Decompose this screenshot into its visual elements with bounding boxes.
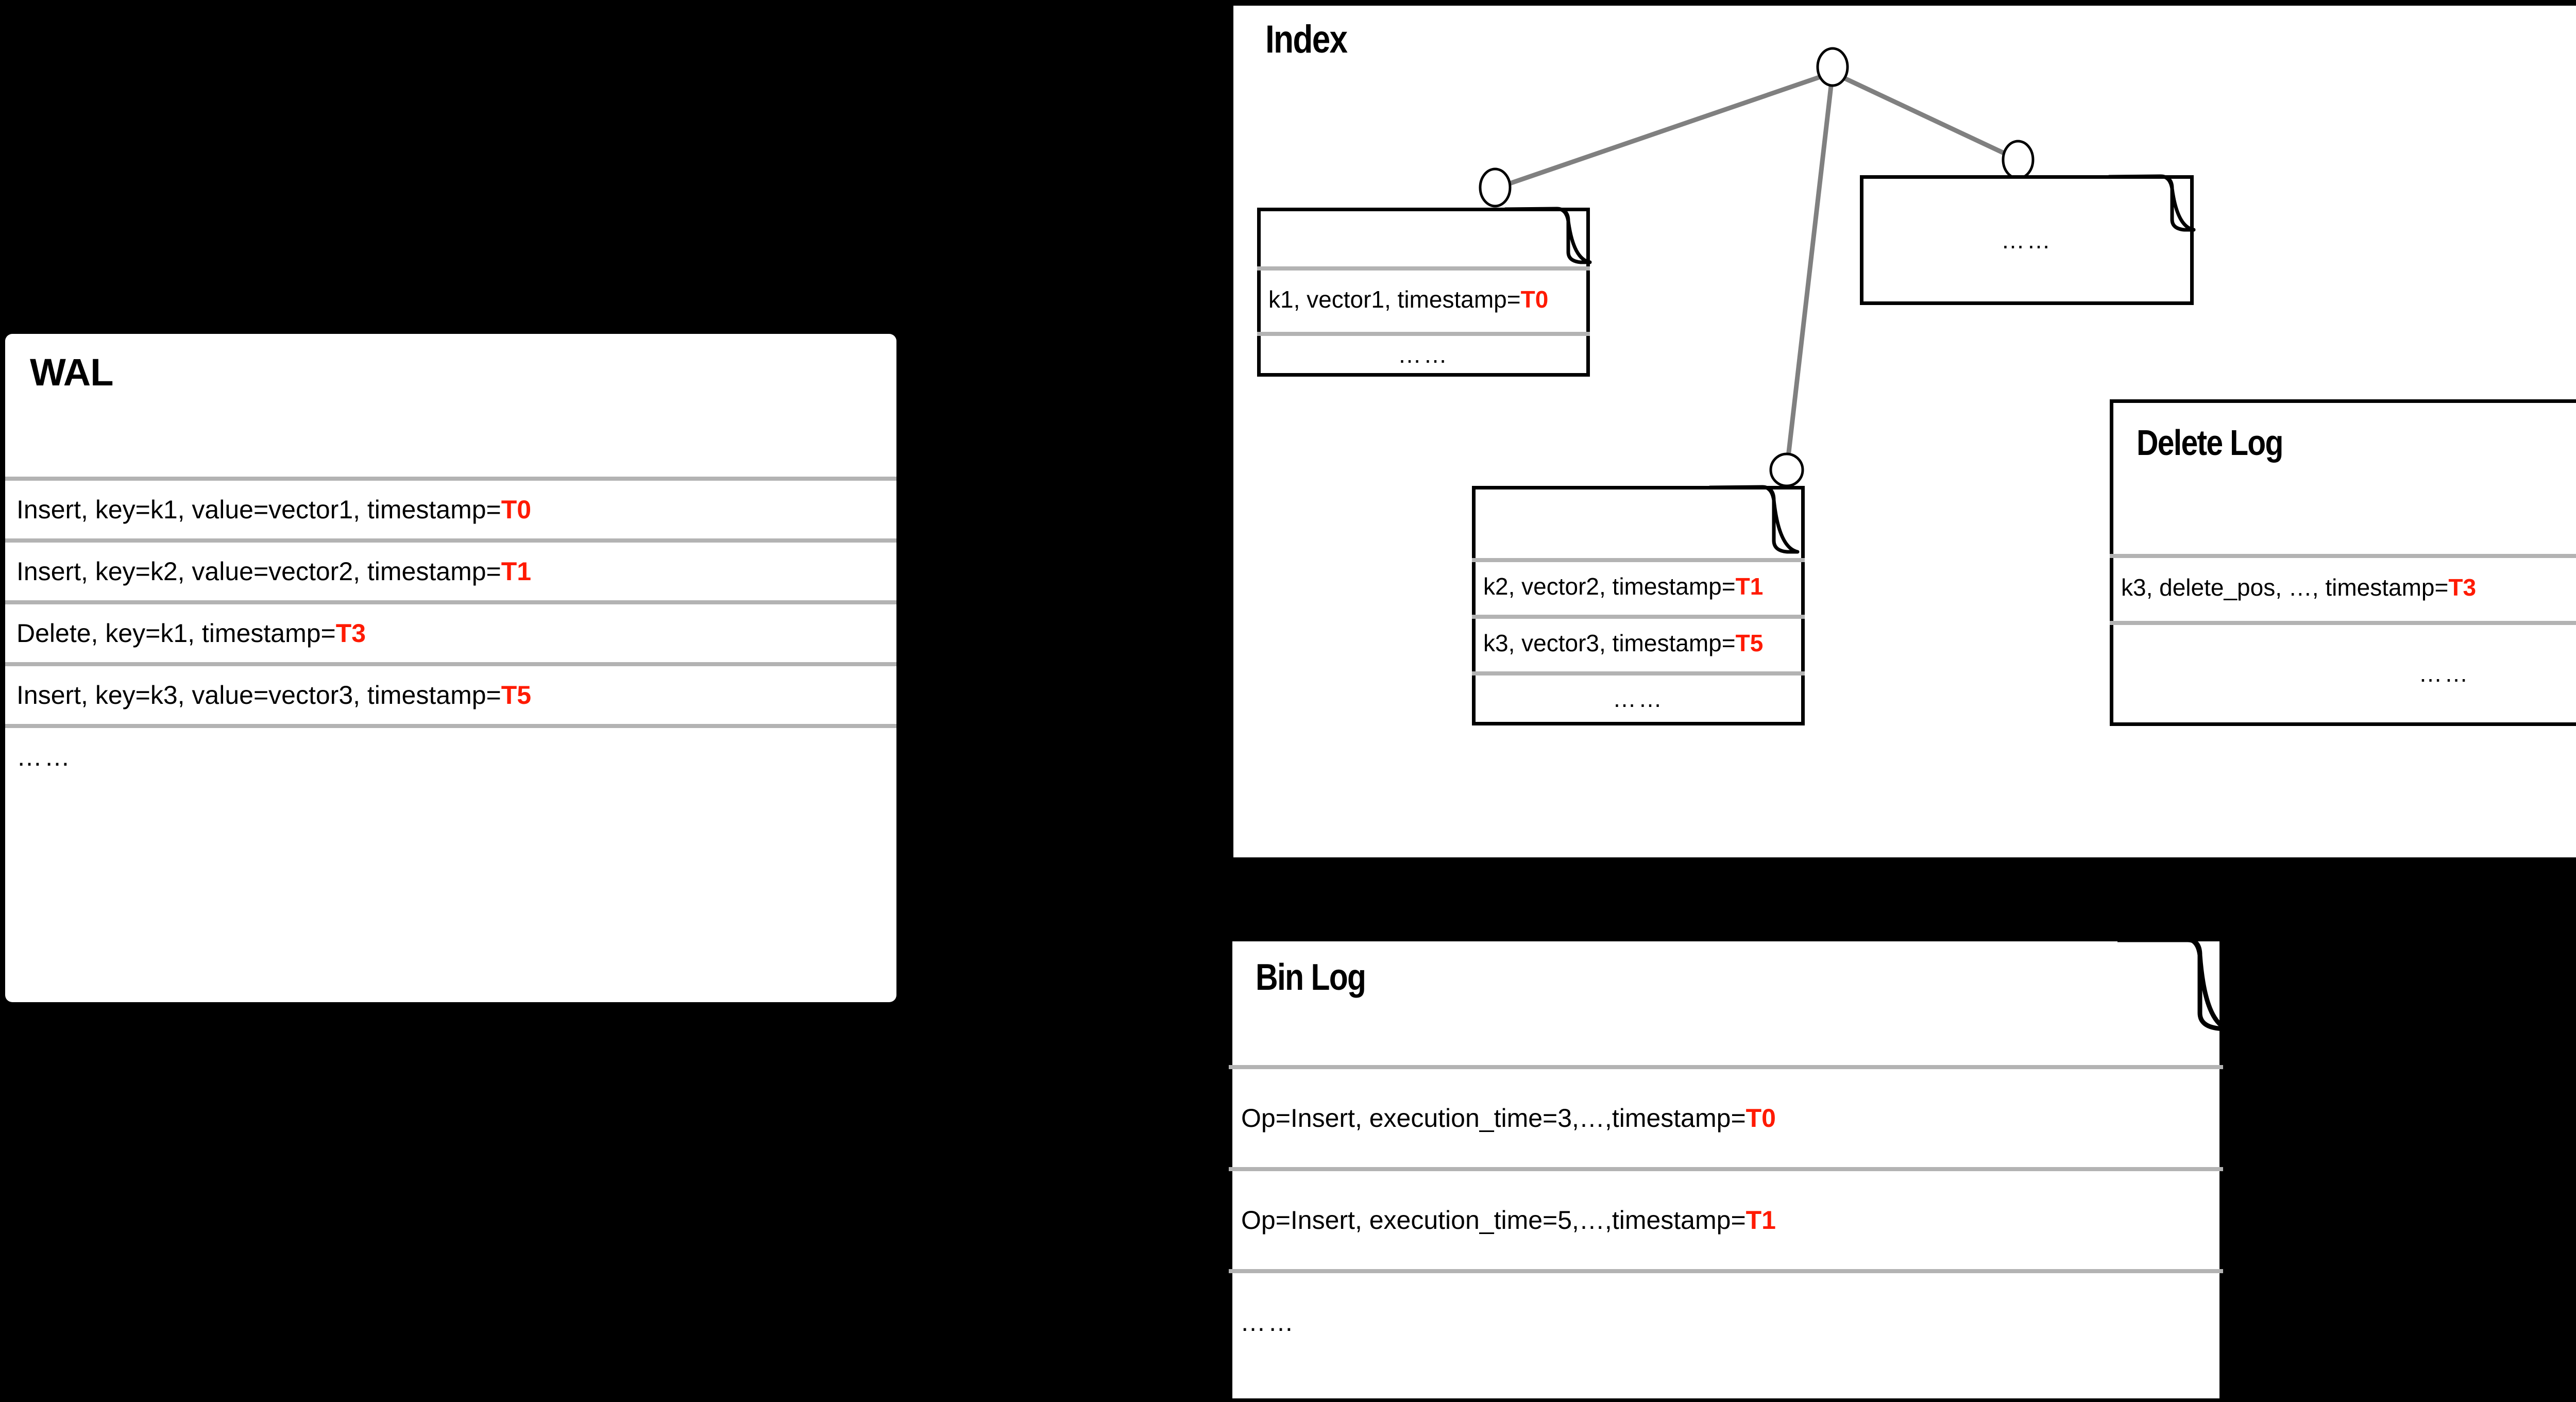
bin-log-row-text: Op=Insert, execution_time=5,…,timestamp=… [1241, 1205, 1776, 1235]
bin-log-row-list: Op=Insert, execution_time=3,…,timestamp=… [1229, 1065, 2223, 1371]
wal-row-timestamp: T3 [335, 619, 366, 648]
index-node-k1: k1, vector1, timestamp=T0 …… [1257, 207, 1592, 377]
row-separator [1257, 332, 1590, 336]
index-node-k2-k3-more: …… [1472, 671, 1805, 725]
row-prefix: Op=Insert, execution_time=3,…,timestamp= [1241, 1104, 1746, 1133]
page-fold-icon [1503, 207, 1592, 264]
wal-row-timestamp: T5 [501, 681, 532, 710]
row-separator [2110, 621, 2576, 625]
wal-row-text: …… [16, 742, 72, 772]
row-prefix: …… [2001, 227, 2053, 254]
wal-panel: WAL Insert, key=k1, value=vector1, times… [5, 334, 896, 1002]
index-node-k3-row: k3, vector3, timestamp=T5 [1472, 615, 1816, 671]
wal-row: …… [5, 724, 896, 786]
wal-row-prefix: Delete, key=k1, timestamp= [16, 619, 336, 648]
wal-row-text: Insert, key=k3, value=vector3, timestamp… [16, 680, 531, 710]
wal-row-prefix: Insert, key=k1, value=vector1, timestamp… [16, 495, 501, 524]
wal-row-timestamp: T1 [501, 557, 532, 586]
row-timestamp: T5 [1735, 630, 1764, 656]
row-timestamp: T3 [2448, 574, 2477, 601]
row-separator [1472, 615, 1805, 619]
bin-log-row: …… [1229, 1269, 2223, 1371]
index-node-k1-row: k1, vector1, timestamp=T0 [1257, 266, 1601, 332]
row-timestamp: T0 [1520, 285, 1549, 313]
tree-edge-root-left [1498, 70, 1834, 190]
row-separator [2110, 554, 2576, 558]
delete-log-body [2110, 399, 2576, 726]
index-node-k2-row: k2, vector2, timestamp=T1 [1472, 558, 1816, 615]
row-prefix: k3, delete_pos, …, timestamp= [2121, 574, 2449, 601]
row-prefix: …… [1613, 685, 1664, 712]
wal-row: Delete, key=k1, timestamp=T3 [5, 600, 896, 662]
index-node-k1-body [1257, 208, 1590, 377]
tree-node-middle-circle [1769, 452, 1804, 487]
index-panel: Index k1, vector1, timestamp=T0 …… …… [1233, 6, 2576, 857]
wal-row-prefix: Insert, key=k2, value=vector2, timestamp… [16, 557, 501, 586]
delete-log-row: k3, delete_pos, …, timestamp=T3 [2110, 554, 2576, 621]
wal-row-text: Delete, key=k1, timestamp=T3 [16, 618, 366, 648]
row-separator [1257, 266, 1590, 271]
index-node-k2-k3-body [1472, 486, 1805, 725]
row-prefix: k1, vector1, timestamp= [1268, 285, 1521, 313]
page-fold-icon [2107, 174, 2196, 232]
bin-log-title: Bin Log [1256, 957, 1366, 998]
row-timestamp: T1 [1735, 573, 1764, 600]
index-node-ellipsis-body [1860, 175, 2194, 305]
row-timestamp: T1 [1745, 1206, 1776, 1235]
wal-row-text: Insert, key=k1, value=vector1, timestamp… [16, 495, 531, 525]
tree-edge-root-right [1832, 70, 2019, 162]
row-separator [1472, 558, 1805, 562]
tree-edge-root-middle [1784, 72, 1835, 470]
bin-log-row-text: Op=Insert, execution_time=3,…,timestamp=… [1241, 1103, 1776, 1133]
wal-row-list: Insert, key=k1, value=vector1, timestamp… [5, 477, 896, 786]
bin-log-row: Op=Insert, execution_time=5,…,timestamp=… [1229, 1167, 2223, 1269]
delete-log-panel: Delete Log k3, delete_pos, …, timestamp=… [2110, 399, 2576, 726]
delete-log-more: …… [2110, 621, 2576, 726]
row-separator [1472, 671, 1805, 675]
bin-log-row: Op=Insert, execution_time=3,…,timestamp=… [1229, 1065, 2223, 1167]
wal-row-prefix: Insert, key=k3, value=vector3, timestamp… [16, 681, 501, 710]
wal-row-prefix: …… [16, 742, 72, 771]
wal-row: Insert, key=k1, value=vector1, timestamp… [5, 477, 896, 538]
row-prefix: k3, vector3, timestamp= [1483, 630, 1736, 656]
row-prefix: k2, vector2, timestamp= [1483, 573, 1736, 600]
tree-node-root-circle [1816, 47, 1849, 87]
page-fold-icon [1708, 485, 1800, 554]
row-prefix: Op=Insert, execution_time=5,…,timestamp= [1241, 1206, 1746, 1235]
index-node-ellipsis: …… [1860, 174, 2196, 305]
delete-log-title: Delete Log [2137, 423, 2283, 463]
row-timestamp: T0 [1745, 1104, 1776, 1133]
wal-title: WAL [30, 351, 113, 394]
page-fold-icon [2117, 938, 2232, 1032]
index-title: Index [1265, 18, 1348, 61]
index-node-k2-k3: k2, vector2, timestamp=T1 k3, vector3, t… [1472, 485, 1805, 725]
row-prefix: …… [1398, 341, 1449, 368]
row-prefix: …… [1240, 1308, 1296, 1337]
wal-row: Insert, key=k2, value=vector2, timestamp… [5, 538, 896, 600]
index-node-ellipsis-more: …… [1860, 175, 2194, 305]
tree-node-left-circle [1479, 167, 1512, 208]
tree-node-right-circle [2002, 140, 2035, 180]
wal-row: Insert, key=k3, value=vector3, timestamp… [5, 662, 896, 724]
wal-row-text: Insert, key=k2, value=vector2, timestamp… [16, 556, 531, 586]
row-prefix: …… [2418, 660, 2470, 687]
bin-log-row-text: …… [1240, 1307, 1296, 1337]
bin-log-panel: Bin Log Op=Insert, execution_time=3,…,ti… [1229, 938, 2232, 1402]
wal-row-timestamp: T0 [501, 495, 532, 524]
index-node-k1-more: …… [1257, 332, 1590, 377]
